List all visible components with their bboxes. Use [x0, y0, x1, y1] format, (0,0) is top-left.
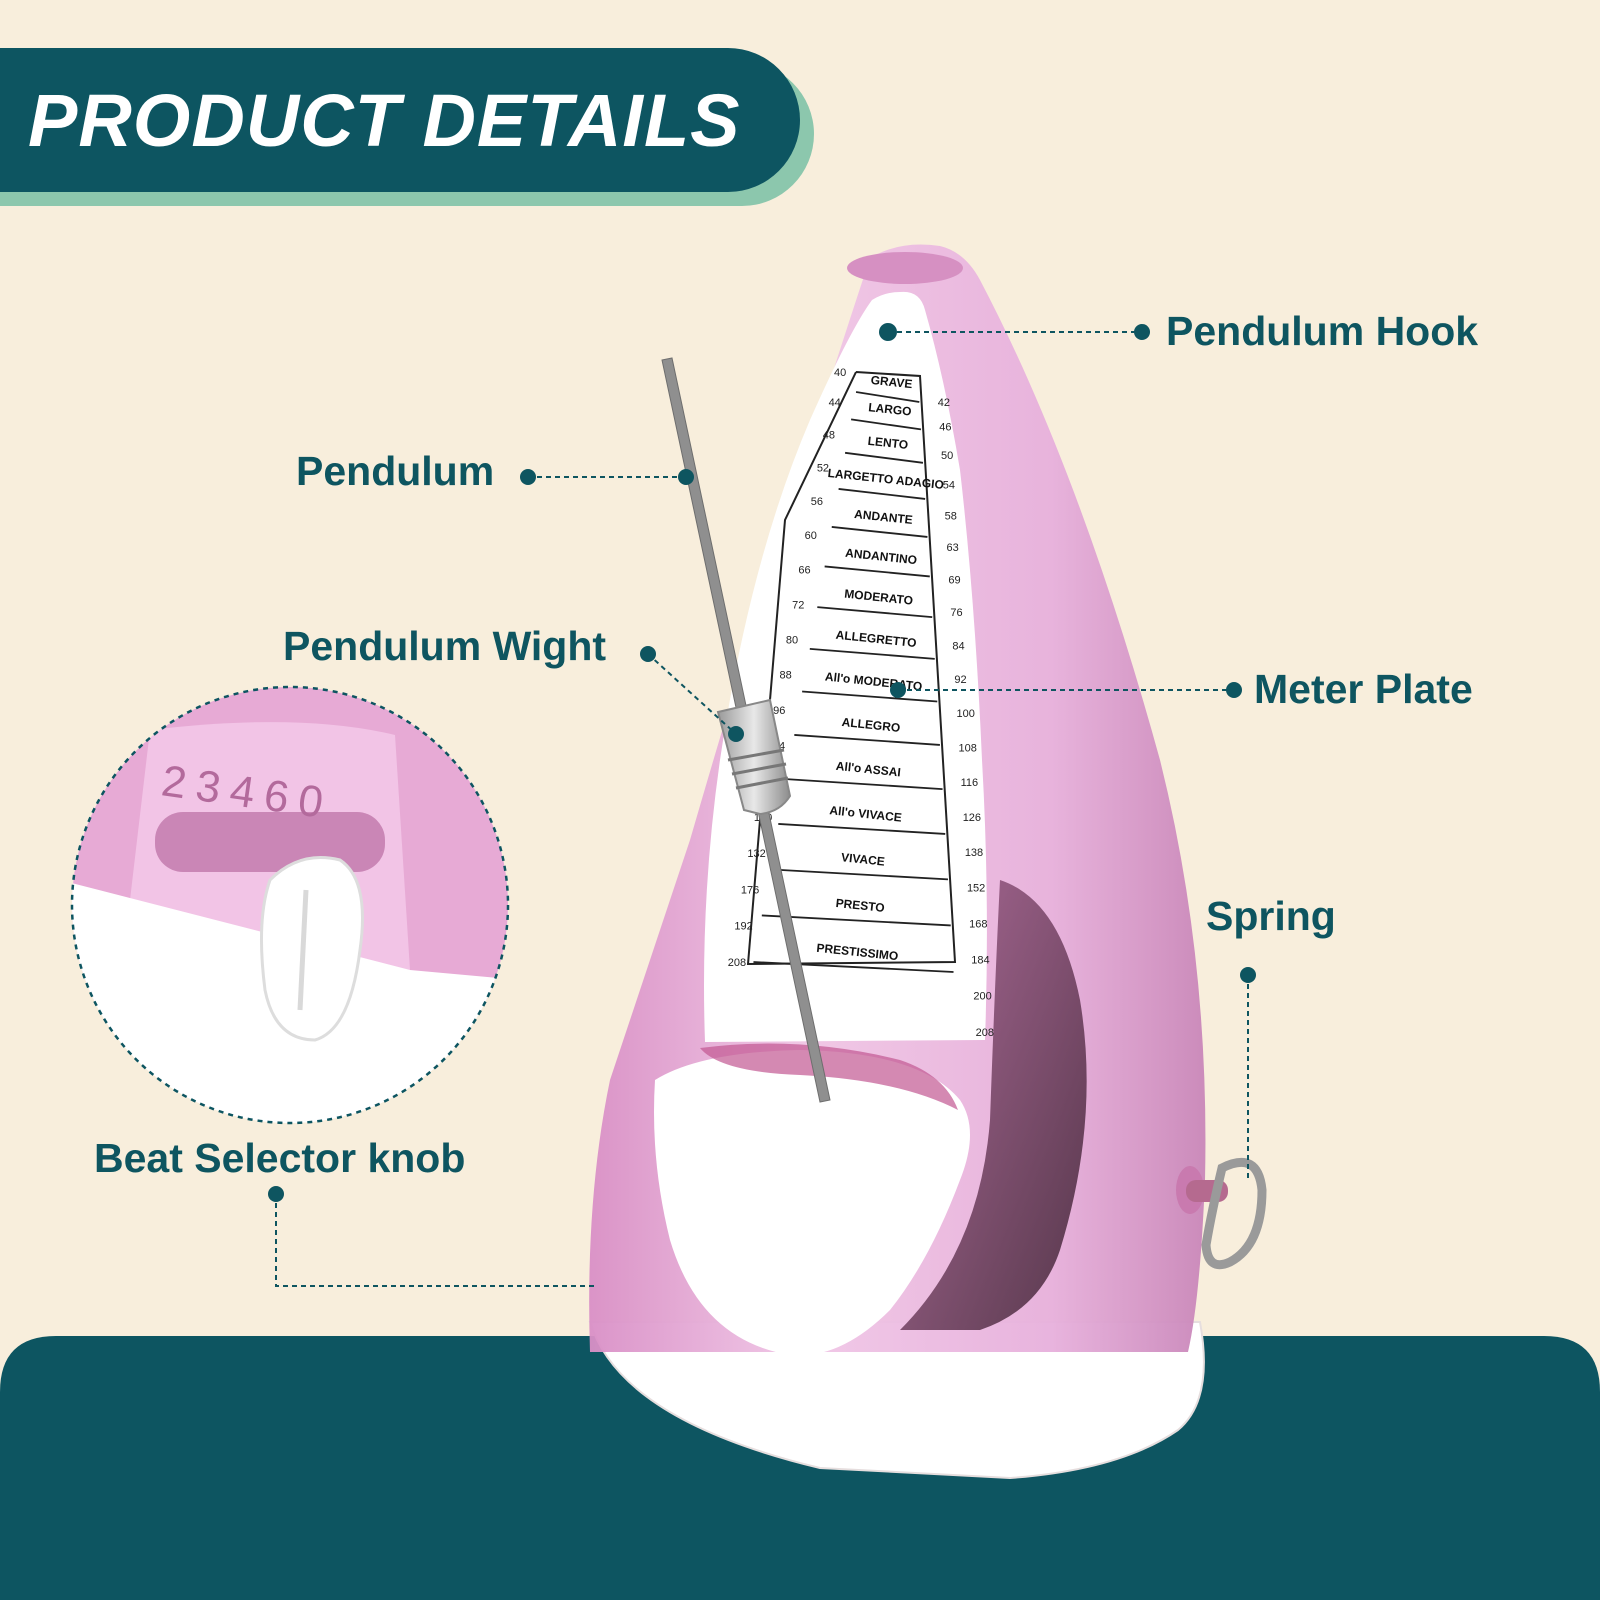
meter-tempo-term: LENTO — [867, 434, 909, 452]
pendulum-weight-label: Pendulum Wight — [283, 623, 607, 669]
callout-dots — [268, 324, 1256, 1202]
meter-right-number: 168 — [969, 918, 987, 930]
meter-right-number: 200 — [973, 991, 991, 1003]
meter-left-number: 88 — [780, 670, 792, 682]
meter-left-number: 56 — [811, 496, 823, 508]
meter-left-number: 132 — [747, 848, 765, 860]
meter-right-number: 152 — [967, 883, 985, 895]
meter-right-number: 108 — [959, 742, 977, 754]
pendulum-hook-label: Pendulum Hook — [1166, 308, 1479, 354]
meter-left-number: 208 — [728, 957, 746, 969]
meter-left-number: 40 — [834, 367, 846, 379]
bottom-band — [0, 1336, 1600, 1600]
meter-right-number: 46 — [939, 422, 951, 434]
meter-right-number: 50 — [941, 450, 953, 462]
meter-left-number: 66 — [798, 565, 810, 577]
meter-scale-line — [817, 606, 933, 619]
meter-tempo-term: VIVACE — [840, 850, 885, 869]
meter-right-number: 42 — [938, 397, 950, 409]
page-title: PRODUCT DETAILS — [28, 79, 741, 162]
meter-left-number: 80 — [786, 634, 798, 646]
meter-tempo-term: PRESTO — [835, 896, 885, 915]
header-banner — [0, 48, 814, 206]
meter-right-number: 92 — [954, 674, 966, 686]
meter-left-number: 48 — [823, 429, 835, 441]
meter-left-number: 72 — [792, 599, 804, 611]
meter-scale-line — [838, 488, 926, 500]
meter-left-number: 176 — [741, 884, 759, 896]
spring-label: Spring — [1206, 893, 1336, 939]
meter-left-number: 44 — [829, 397, 841, 409]
meter-scale-line — [831, 526, 928, 538]
pendulum-label: Pendulum — [296, 448, 495, 494]
meter-tempo-term: LARGO — [868, 400, 913, 418]
meter-right-number: 100 — [956, 708, 974, 720]
meter-scale-line — [809, 647, 935, 660]
meter-right-number: 184 — [971, 954, 989, 966]
meter-tempo-term: All'o ASSAI — [835, 759, 901, 780]
meter-scale-line — [770, 868, 949, 881]
meter-scale-line — [844, 451, 924, 464]
meter-right-number: 116 — [961, 777, 979, 789]
meter-left-number: 192 — [734, 921, 752, 933]
meter-scale-line — [761, 914, 951, 927]
meter-tempo-term: ANDANTE — [854, 507, 914, 527]
meter-scale-line — [802, 690, 938, 703]
meter-left-number: 96 — [773, 705, 785, 717]
meter-right-number: 126 — [963, 812, 981, 824]
meter-right-number: 69 — [948, 574, 960, 586]
metronome-base — [588, 1321, 1205, 1480]
beat-selector-inset: 23460 — [70, 685, 510, 1125]
meter-right-number: 138 — [965, 847, 983, 859]
meter-right-number: 84 — [952, 640, 964, 652]
meter-right-number: 54 — [943, 480, 955, 492]
meter-scale-line — [850, 418, 922, 431]
meter-right-number: 208 — [976, 1027, 994, 1039]
meter-left-number: 52 — [817, 462, 829, 474]
meter-scale-line — [794, 734, 940, 746]
meter-scale-line — [753, 961, 954, 973]
meter-scale-line — [824, 565, 930, 578]
meter-right-number: 63 — [947, 542, 959, 554]
meter-left-number: 60 — [805, 530, 817, 542]
meter-right-number: 58 — [945, 510, 957, 522]
meter-scale-line — [855, 391, 920, 403]
meter-plate-label: Meter Plate — [1254, 666, 1473, 712]
callout-leaders — [275, 331, 1249, 1287]
meter-tempo-term: ALLEGRO — [841, 715, 901, 735]
beat-selector-knob-label: Beat Selector knob — [94, 1135, 466, 1181]
meter-tempo-term: GRAVE — [870, 373, 913, 391]
meter-right-number: 76 — [950, 607, 962, 619]
meter-scale-line — [778, 823, 946, 835]
meter-scale-line — [786, 778, 943, 791]
